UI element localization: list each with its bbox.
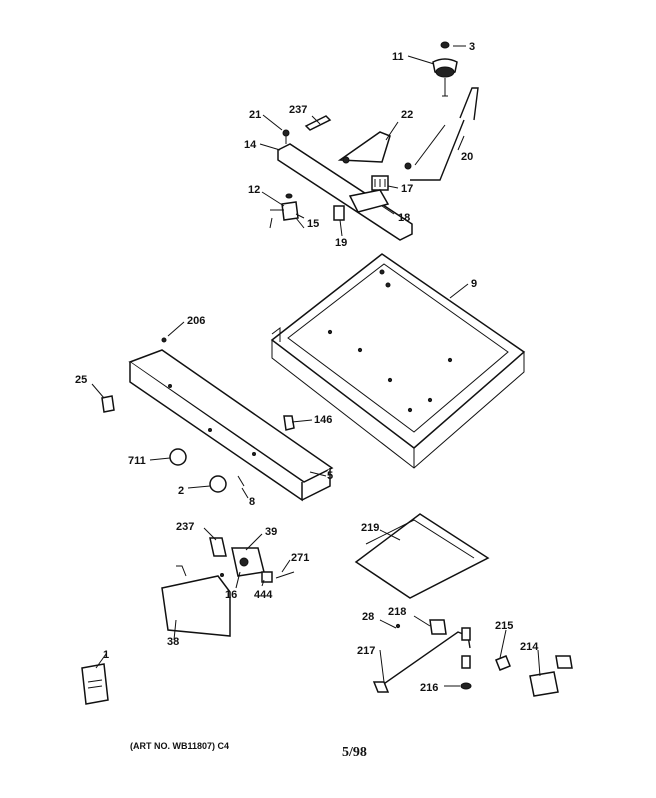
callout-39: 39 bbox=[265, 526, 277, 538]
callout-711: 711 bbox=[128, 455, 146, 467]
callout-1: 1 bbox=[103, 649, 109, 661]
callout-5: 5 bbox=[327, 470, 333, 482]
callout-14: 14 bbox=[244, 139, 257, 151]
callout-237-lower: 237 bbox=[176, 521, 194, 533]
control-panel bbox=[101, 337, 334, 502]
callout-214: 214 bbox=[520, 641, 539, 653]
callout-15: 15 bbox=[307, 218, 319, 230]
callout-218: 218 bbox=[388, 606, 406, 618]
callout-19: 19 bbox=[335, 237, 347, 249]
callout-217: 217 bbox=[357, 645, 375, 657]
callout-16: 16 bbox=[225, 589, 237, 601]
callout-3: 3 bbox=[469, 41, 475, 53]
callout-215: 215 bbox=[495, 620, 513, 632]
gas-manifold bbox=[269, 115, 413, 241]
callout-18: 18 bbox=[398, 212, 410, 224]
valve-assembly bbox=[161, 537, 295, 637]
lower-components bbox=[81, 513, 573, 705]
callout-17: 17 bbox=[401, 183, 413, 195]
callout-2: 2 bbox=[178, 485, 184, 497]
callout-237-top: 237 bbox=[289, 104, 307, 116]
burner-box bbox=[270, 253, 526, 469]
callout-8: 8 bbox=[249, 496, 255, 508]
callout-216: 216 bbox=[420, 682, 438, 694]
callout-219: 219 bbox=[361, 522, 379, 534]
callout-labels: 3 11 21 237 22 14 20 12 17 15 18 19 9 20… bbox=[75, 41, 539, 694]
callout-271: 271 bbox=[291, 552, 309, 564]
callout-38: 38 bbox=[167, 636, 179, 648]
callout-9: 9 bbox=[471, 278, 477, 290]
callout-444: 444 bbox=[254, 589, 273, 601]
callout-20: 20 bbox=[461, 151, 473, 163]
callout-21: 21 bbox=[249, 109, 261, 121]
revision-date: 5/98 bbox=[342, 745, 367, 760]
callout-206: 206 bbox=[187, 315, 205, 327]
leader-lines bbox=[91, 45, 541, 687]
callout-25: 25 bbox=[75, 374, 87, 386]
callout-11: 11 bbox=[392, 51, 404, 63]
callout-28: 28 bbox=[362, 611, 374, 623]
art-number: (ART NO. WB11807) C4 bbox=[130, 741, 229, 751]
burner-cap-assembly bbox=[404, 41, 479, 181]
callout-12: 12 bbox=[248, 184, 260, 196]
callout-146: 146 bbox=[314, 414, 332, 426]
callout-22: 22 bbox=[401, 109, 413, 121]
